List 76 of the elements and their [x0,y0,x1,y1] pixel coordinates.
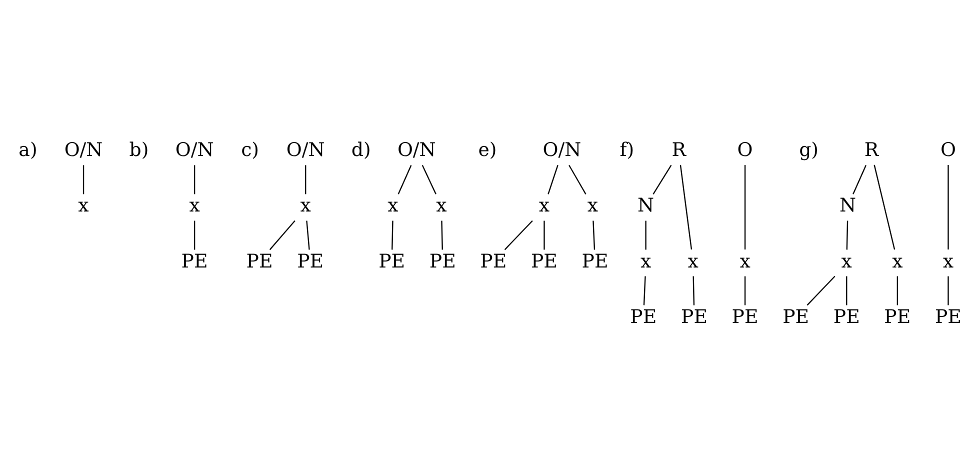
connector [846,276,847,305]
node-text: x [436,194,446,216]
connector [947,164,948,249]
node-text: PE [296,250,324,272]
node-text: N [637,194,654,216]
connector [873,164,895,250]
connector [547,164,558,194]
node-text: O [736,138,752,161]
connector [692,276,694,305]
node-text: O/N [396,138,436,161]
connector [306,220,310,250]
label: a) [18,138,37,161]
node-text: x [739,250,750,272]
node-text: O/N [64,138,102,161]
node-text: x [586,194,598,216]
label: d) [350,138,370,161]
node-text: PE [630,305,656,328]
connector [592,220,595,250]
connector [391,220,393,250]
connector [852,164,866,194]
node-text: O/N [174,138,214,161]
node-text: x [387,194,398,216]
node-text: PE [378,250,405,272]
node-text: PE [832,305,860,328]
label: g) [798,138,818,161]
label: e) [478,138,496,161]
connector [268,220,295,250]
connector [947,276,948,305]
node-text: x [687,250,698,272]
node-text: x [300,194,310,216]
node-text: x [942,250,954,272]
connector [193,220,195,250]
node-text: R [671,138,686,161]
node-text: O/N [286,138,324,161]
node-text: x [640,250,651,272]
connector [193,164,195,194]
node-text: PE [180,250,208,272]
node-text: x [892,250,902,272]
connector [644,220,646,250]
node-text: O/N [542,138,581,161]
connector [421,164,436,194]
node-text: x [188,194,200,216]
node-text: x [78,194,88,216]
node-text: PE [530,250,557,272]
node-text: PE [581,250,608,272]
connector [679,164,692,250]
label: f) [619,138,634,161]
connector [440,220,442,250]
connector [806,275,835,306]
node-text: PE [731,305,758,328]
connector [896,276,898,305]
connector [652,164,672,194]
connector [82,164,84,194]
connector [744,276,746,305]
node-text: O [940,138,956,161]
node-text: PE [934,305,961,328]
node-text: PE [680,305,708,328]
connector [846,220,848,250]
node-text: PE [246,250,272,272]
node-text: R [864,138,878,161]
node-text: PE [884,305,910,328]
connector [744,164,746,249]
connector [397,164,412,194]
connector [304,164,306,194]
node-text: x [538,194,550,216]
node-text: PE [782,305,809,328]
label: c) [240,138,259,161]
label: b) [128,138,148,161]
connector [642,276,646,305]
connector [543,220,544,250]
connector [504,220,532,250]
node-text: PE [480,250,506,272]
node-text: x [840,250,852,272]
node-text: N [839,194,856,216]
connector [568,164,586,194]
node-text: PE [428,250,456,272]
